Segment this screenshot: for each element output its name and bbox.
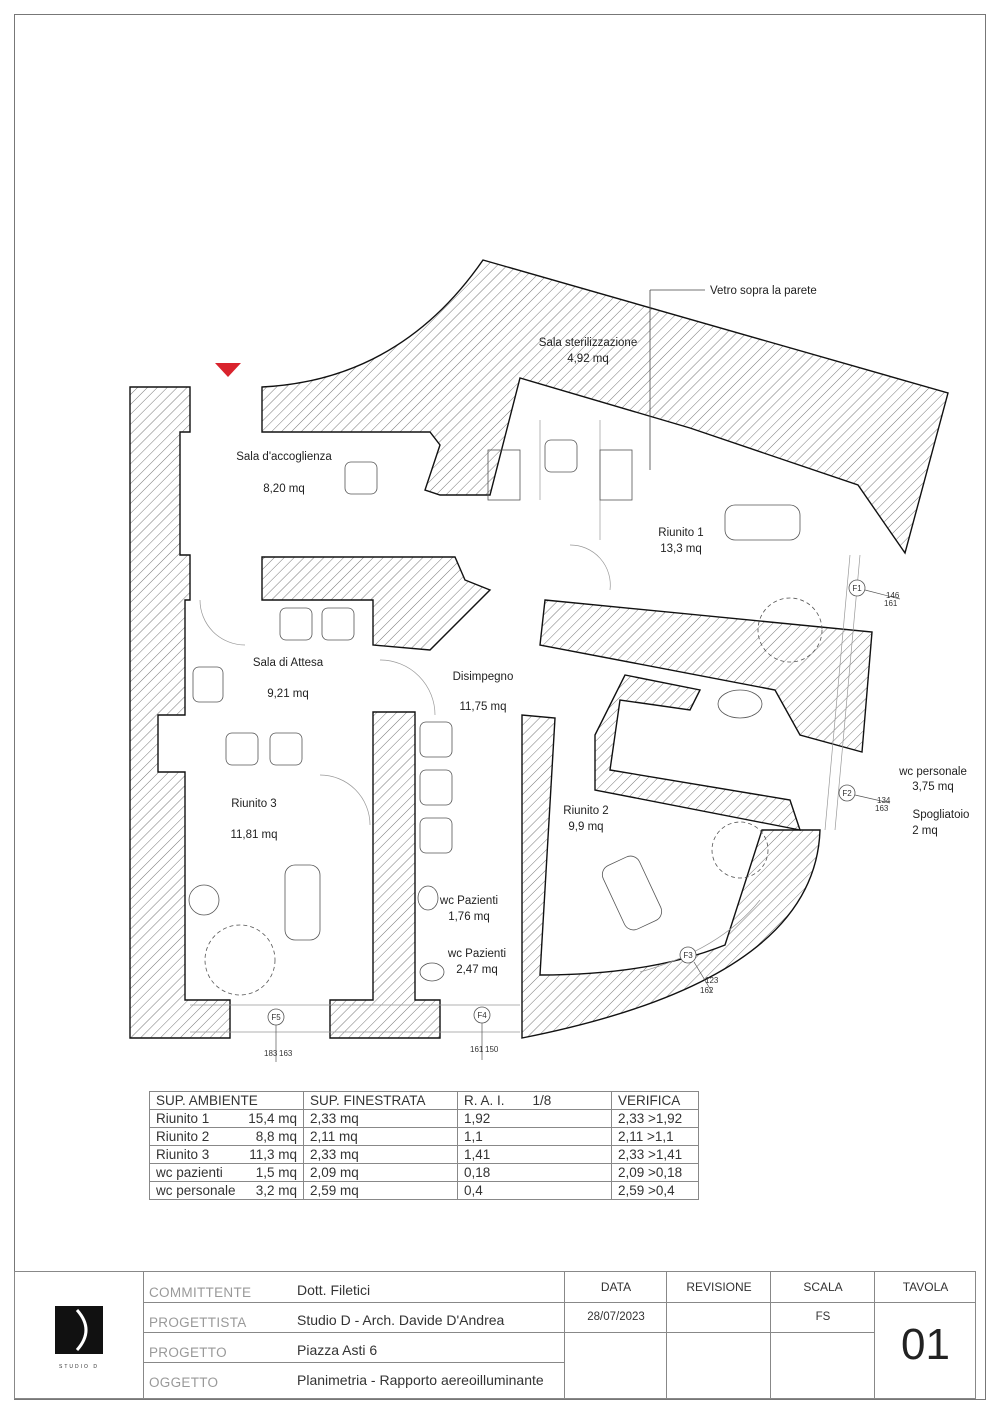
room-name: Sala d'accoglienza xyxy=(236,451,332,463)
room-area: 13,3 mq xyxy=(660,543,702,555)
progetto-value: Piazza Asti 6 xyxy=(297,1342,378,1358)
window-tag-f1: F1 146 161 xyxy=(848,579,901,608)
entrance-marker-icon xyxy=(215,363,241,377)
progettista-value: Studio D - Arch. Davide D'Andrea xyxy=(297,1312,505,1328)
room-name: wc Pazienti xyxy=(439,895,498,907)
room-area: 9,21 mq xyxy=(267,688,309,700)
window-tag-f3: F3 123 162 xyxy=(679,946,719,995)
room-area: 4,92 mq xyxy=(567,353,609,365)
furniture xyxy=(188,439,823,996)
room-area: 9,9 mq xyxy=(568,821,603,833)
sheet-frame xyxy=(14,14,986,1400)
room-area: 2 mq xyxy=(912,825,938,837)
header-rai: R. A. I.1/8 xyxy=(457,1091,612,1110)
room-name: Riunito 2 xyxy=(563,805,608,817)
room-name: Riunito 3 xyxy=(231,798,276,810)
svg-text:146: 146 xyxy=(886,591,900,600)
svg-text:F5: F5 xyxy=(271,1013,281,1022)
svg-text:F4: F4 xyxy=(477,1011,487,1020)
svg-text:123: 123 xyxy=(705,976,719,985)
revisione-value xyxy=(667,1303,771,1333)
room-area: 1,76 mq xyxy=(448,911,490,923)
svg-text:161: 161 xyxy=(884,599,898,608)
room-area: 11,81 mq xyxy=(230,829,277,841)
room-area: 8,20 mq xyxy=(263,483,305,495)
wall-middle xyxy=(261,556,492,651)
floor-plan: Vetro sopra la parete Sala d'accoglienza… xyxy=(129,259,970,1062)
svg-text:162: 162 xyxy=(700,986,714,995)
data-label: DATA xyxy=(565,1272,667,1303)
oggetto-label: OGGETTO xyxy=(149,1375,219,1390)
svg-text:163: 163 xyxy=(875,804,889,813)
svg-text:161: 161 xyxy=(470,1045,484,1054)
room-area: 2,47 mq xyxy=(456,964,498,976)
room-name: Spogliatoio xyxy=(913,809,970,821)
header-sup-finestrata: SUP. FINESTRATA xyxy=(303,1091,458,1110)
tavola-label: TAVOLA xyxy=(875,1272,976,1303)
revisione-label: REVISIONE xyxy=(667,1272,771,1303)
progettista-label: PROGETTISTA xyxy=(149,1315,247,1330)
svg-text:163: 163 xyxy=(279,1049,293,1058)
svg-text:F3: F3 xyxy=(683,951,693,960)
data-value: 28/07/2023 xyxy=(565,1303,667,1333)
room-name: Sala sterilizzazione xyxy=(539,337,637,349)
scala-value: FS xyxy=(771,1303,875,1333)
tavola-value: 01 xyxy=(901,1320,950,1369)
annotation-vetro: Vetro sopra la parete xyxy=(710,285,817,297)
svg-text:134: 134 xyxy=(877,796,891,805)
wall-centre-column xyxy=(329,711,441,1039)
svg-text:STUDIO D: STUDIO D xyxy=(59,1364,99,1370)
table-header-row: SUP. AMBIENTE SUP. FINESTRATA R. A. I.1/… xyxy=(149,1091,699,1110)
wall-riunito1-south xyxy=(539,599,873,753)
window-tag-f5: F5 163 183 xyxy=(264,1008,293,1062)
window-tag-f4: F4 150 161 xyxy=(470,1006,499,1060)
title-block: STUDIO D COMMITTENTE Dott. Filetici PROGE… xyxy=(14,1271,976,1399)
scala-label: SCALA xyxy=(771,1272,875,1303)
room-area: 3,75 mq xyxy=(912,781,954,793)
header-verifica: VERIFICA xyxy=(611,1091,699,1110)
wall-bagno xyxy=(594,674,802,831)
progetto-label: PROGETTO xyxy=(149,1345,227,1360)
svg-text:F2: F2 xyxy=(842,789,852,798)
room-name: Disimpegno xyxy=(453,671,514,683)
window-tag-f2: F2 134 163 xyxy=(838,784,891,813)
wall-right-lower xyxy=(521,714,821,1039)
room-name: wc Pazienti xyxy=(447,948,506,960)
svg-text:150: 150 xyxy=(485,1045,499,1054)
svg-text:183: 183 xyxy=(264,1049,278,1058)
room-name: wc personale xyxy=(898,766,967,778)
studio-d-logo: STUDIO D xyxy=(15,1272,144,1398)
oggetto-value: Planimetria - Rapporto aereoilluminante xyxy=(297,1372,544,1388)
svg-text:F1: F1 xyxy=(852,584,862,593)
wall-top-curved xyxy=(261,259,949,555)
committente-label: COMMITTENTE xyxy=(149,1285,252,1300)
rai-table: SUP. AMBIENTE SUP. FINESTRATA R. A. I.1/… xyxy=(149,1091,699,1200)
room-area: 11,75 mq xyxy=(459,701,506,713)
room-name: Sala di Attesa xyxy=(253,657,324,669)
wall-left xyxy=(129,386,231,1039)
committente-value: Dott. Filetici xyxy=(297,1282,371,1298)
room-name: Riunito 1 xyxy=(658,527,703,539)
header-sup-ambiente: SUP. AMBIENTE xyxy=(149,1091,304,1110)
